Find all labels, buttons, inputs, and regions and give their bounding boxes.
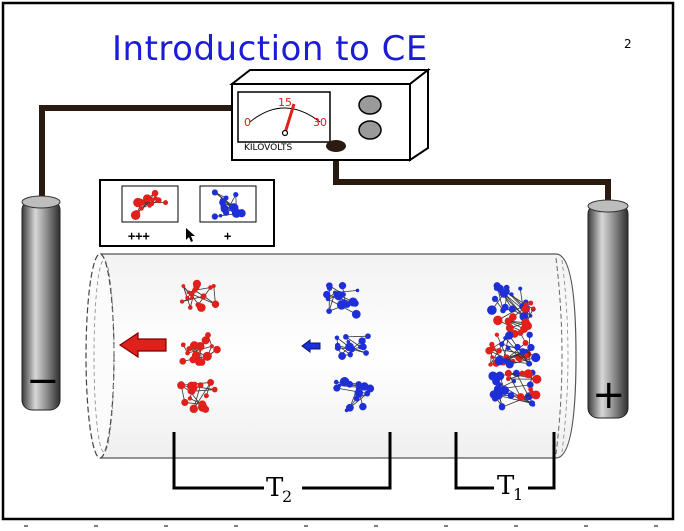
legend-blue-molecule — [211, 189, 246, 220]
knob-top — [358, 95, 382, 115]
legend-blue-charge: + — [224, 229, 231, 243]
right-wire — [333, 148, 611, 212]
mixed-red-cluster — [493, 300, 536, 334]
red-cluster — [179, 279, 220, 312]
blue-cluster — [333, 376, 375, 413]
meter-scale-max: 30 — [313, 116, 327, 129]
blue-cluster — [334, 333, 371, 360]
knob-bottom — [358, 120, 382, 140]
red-cluster — [179, 332, 221, 366]
mixed-blue-cluster — [494, 331, 541, 369]
red-cluster — [177, 379, 218, 414]
cursor-icon — [186, 228, 195, 242]
analyte-clusters — [177, 279, 542, 414]
t2-label: T — [266, 473, 284, 503]
mixed-red-cluster — [504, 369, 542, 401]
left-electrode: − — [21, 195, 61, 411]
blue-migration-arrow — [301, 339, 321, 353]
meter-unit-label: KILOVOLTS — [244, 143, 293, 153]
legend-blue-cluster — [211, 189, 246, 220]
t1-bracket: T 1 — [454, 432, 556, 504]
positive-sign: + — [592, 372, 626, 418]
page-number: 2 — [624, 37, 632, 51]
meter-needle — [283, 103, 296, 134]
output-jack — [326, 140, 346, 152]
meter-scale-mid: 15 — [278, 96, 292, 109]
right-electrode: + — [587, 199, 629, 419]
slide-title: Introduction to CE — [112, 29, 428, 69]
t2-bracket: T 2 — [172, 432, 392, 506]
meter-scale-min: 0 — [244, 116, 251, 129]
legend: +++ + — [99, 179, 275, 247]
negative-sign: − — [26, 358, 60, 404]
legend-red-cluster — [130, 189, 169, 220]
t1-label: T — [497, 471, 515, 501]
power-supply: 0 15 30 KILOVOLTS — [229, 67, 431, 162]
blue-cluster — [323, 282, 361, 319]
t2-subscript: 2 — [282, 487, 292, 506]
left-wire — [39, 105, 240, 214]
red-migration-arrow — [118, 331, 167, 359]
legend-red-charge: +++ — [128, 229, 150, 243]
t1-subscript: 1 — [513, 485, 523, 504]
legend-red-molecule — [130, 189, 169, 220]
